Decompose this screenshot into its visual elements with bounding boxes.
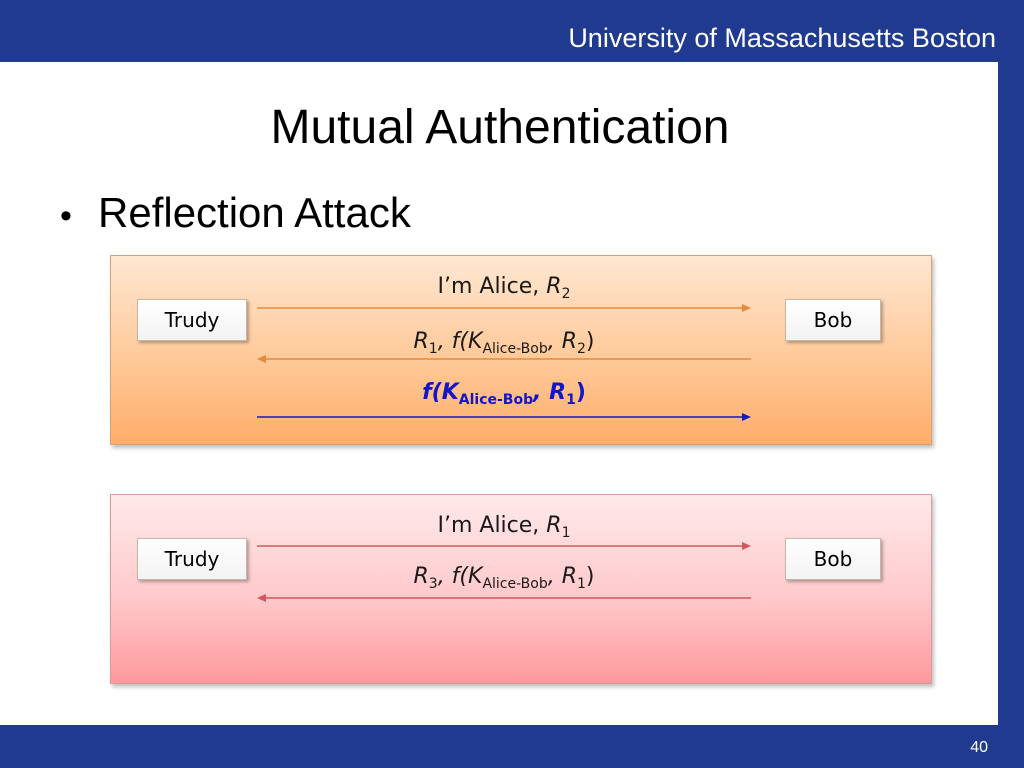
party-bob: Bob	[785, 299, 881, 341]
footer-bar	[0, 725, 1024, 768]
header-bar: University of Massachusetts Boston	[0, 0, 1024, 62]
attack-step-panel-2: Trudy Bob I’m Alice, R1 R3, f(KAlice-Bob…	[110, 494, 932, 684]
message-2: R3, f(KAlice-Bob, R1)	[413, 564, 595, 592]
slide-title: Mutual Authentication	[270, 101, 730, 154]
party-trudy: Trudy	[137, 538, 247, 580]
arrow-right-1	[257, 304, 751, 312]
party-trudy: Trudy	[137, 299, 247, 341]
bullet-item: • Reflection Attack	[60, 188, 411, 241]
message-1: I’m Alice, R2	[437, 274, 571, 302]
arrow-left-2	[257, 355, 751, 363]
institution-name: University of Massachusetts Boston	[568, 23, 996, 53]
message-2: R1, f(KAlice-Bob, R2)	[413, 329, 595, 357]
party-bob: Bob	[785, 538, 881, 580]
bullet-dot-icon: •	[60, 197, 72, 235]
panel-2-arrows	[257, 542, 751, 602]
right-border-strip	[998, 62, 1024, 725]
attack-step-panel-1: Trudy Bob I’m Alice, R2 R1, f(KAlice-Bob…	[110, 255, 932, 445]
bullet-text: Reflection Attack	[98, 189, 411, 236]
message-1: I’m Alice, R1	[437, 513, 571, 541]
arrow-left-2	[257, 594, 751, 602]
page-number: 40	[970, 739, 988, 756]
arrow-right-3	[257, 413, 751, 421]
message-3: f(KAlice-Bob, R1)	[422, 380, 586, 408]
arrow-right-1	[257, 542, 751, 550]
panel-1-arrows	[257, 304, 751, 421]
